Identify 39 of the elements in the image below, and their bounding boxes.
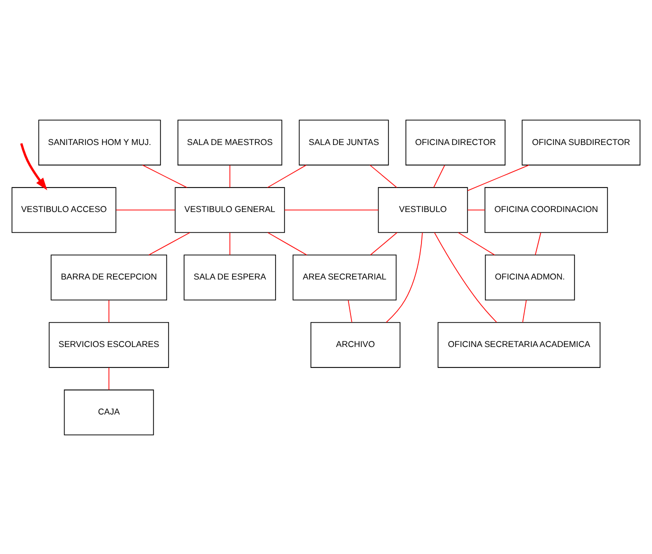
- connector: [116, 209, 176, 210]
- node-box: VESTIBULO ACCESO: [12, 186, 116, 232]
- connector: [434, 232, 497, 322]
- connector: [229, 164, 230, 188]
- node-box: VESTIBULO GENERAL: [174, 186, 285, 232]
- connector: [108, 366, 110, 390]
- connector: [267, 164, 307, 188]
- connector: [148, 232, 190, 255]
- node-box: SALA DE MAESTROS: [178, 119, 282, 165]
- node-box: SERVICIOS ESCOLARES: [48, 322, 169, 368]
- connector: [142, 164, 188, 188]
- connector: [458, 232, 496, 255]
- node-box: SALA DE ESPERA: [184, 254, 276, 300]
- node-box: AREA SECRETARIAL: [292, 254, 397, 300]
- connector: [386, 232, 423, 322]
- connector: [348, 299, 352, 322]
- node-box: OFICINA SECRETARIA ACADEMICA: [438, 322, 600, 368]
- connector: [370, 232, 398, 255]
- connector: [467, 164, 530, 190]
- node-box: SANITARIOS HOM Y MUJ.: [38, 119, 161, 165]
- node-box: OFICINA ADMON.: [484, 254, 575, 300]
- connector: [108, 299, 110, 322]
- node-box: VESTIBULO: [378, 186, 468, 232]
- node-box: OFICINA DIRECTOR: [405, 119, 506, 165]
- connector: [467, 209, 486, 210]
- arrow: [20, 142, 48, 190]
- node-box: BARRA DE RECEPCION: [50, 254, 168, 300]
- connector: [284, 209, 379, 210]
- connector: [370, 164, 398, 188]
- connector: [534, 232, 542, 255]
- connector: [267, 232, 308, 255]
- node-box: CAJA: [64, 389, 154, 435]
- node-box: SALA DE JUNTAS: [298, 119, 389, 165]
- connector: [229, 232, 230, 255]
- connector: [433, 164, 446, 188]
- node-box: OFICINA COORDINACION: [484, 186, 608, 232]
- connector: [522, 299, 527, 322]
- node-box: ARCHIVO: [310, 322, 400, 368]
- node-box: OFICINA SUBDIRECTOR: [522, 119, 640, 165]
